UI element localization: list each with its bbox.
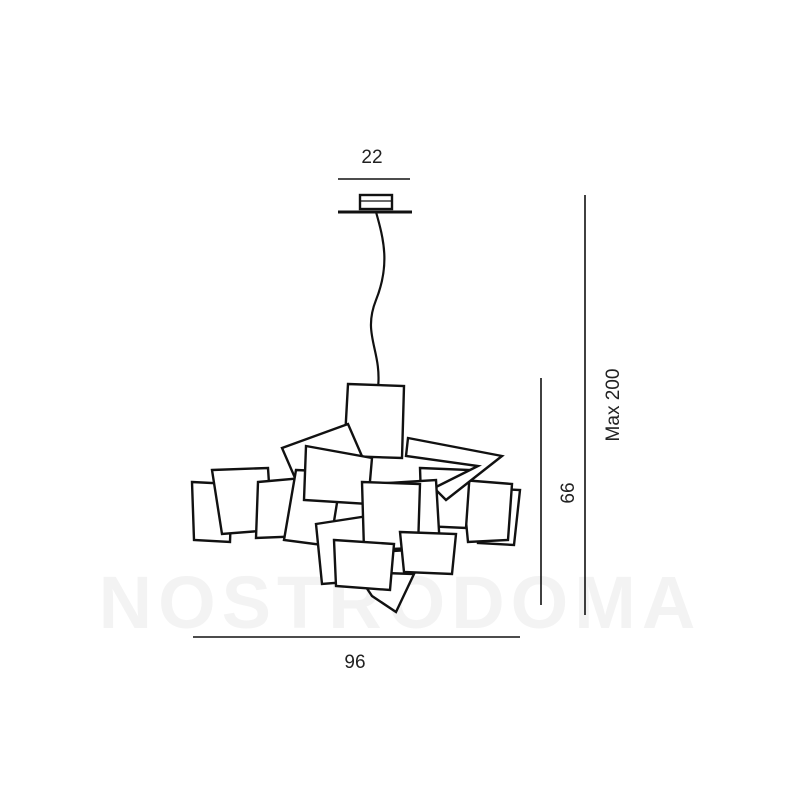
body-height-dimension: 66 bbox=[540, 378, 579, 605]
canopy-width-label: 22 bbox=[361, 147, 382, 168]
body-height-label: 66 bbox=[558, 482, 579, 503]
panel bbox=[332, 538, 396, 592]
panel bbox=[398, 530, 458, 576]
body-width-label: 96 bbox=[344, 652, 365, 673]
suspension-cable bbox=[369, 211, 386, 389]
total-height-label: Max 200 bbox=[603, 369, 624, 442]
ceiling-canopy bbox=[338, 193, 412, 214]
total-height-dimension: Max 200 bbox=[584, 195, 624, 615]
pendant-lamp-body bbox=[190, 382, 522, 614]
canopy-dimension: 22 bbox=[338, 147, 410, 180]
body-width-dimension: 96 bbox=[193, 636, 520, 673]
